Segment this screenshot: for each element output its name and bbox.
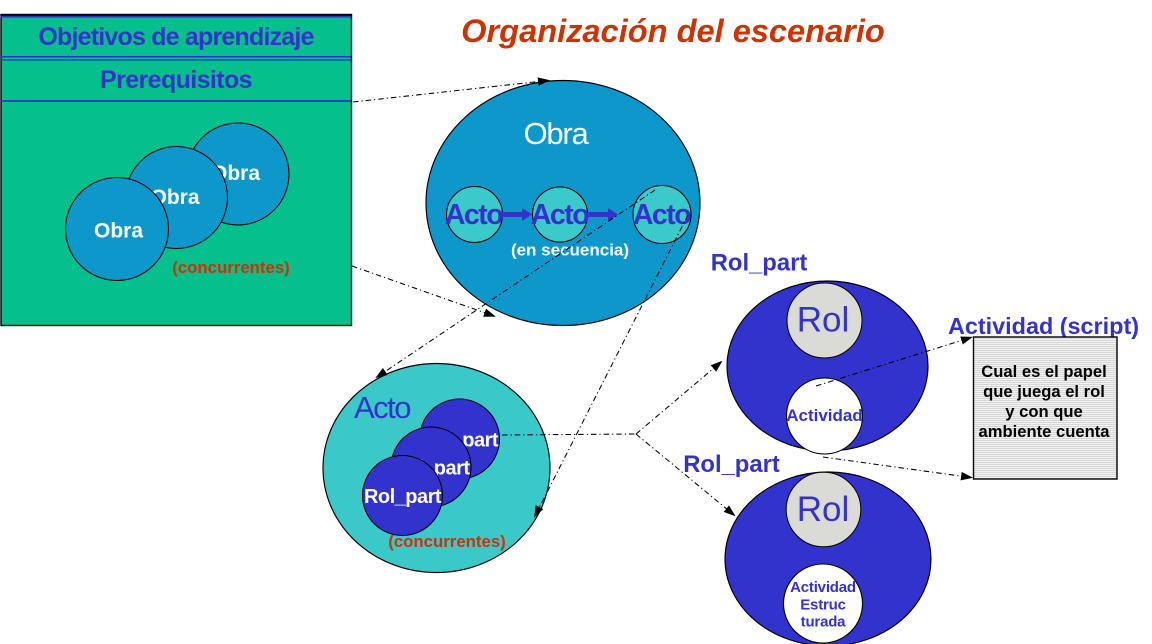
svg-text:Objetivos de aprendizaje: Objetivos de aprendizaje xyxy=(38,23,314,51)
svg-text:Obra: Obra xyxy=(150,186,199,209)
svg-text:turada: turada xyxy=(801,614,847,631)
svg-text:Acto: Acto xyxy=(633,199,691,231)
svg-text:(concurrentes): (concurrentes) xyxy=(388,532,506,551)
svg-text:Actividad (script): Actividad (script) xyxy=(948,313,1139,339)
svg-text:que juega el rol: que juega el rol xyxy=(983,382,1105,401)
svg-text:Acto: Acto xyxy=(445,199,503,231)
svg-text:(en secuencia): (en secuencia) xyxy=(511,241,629,260)
svg-text:Rol_part: Rol_part xyxy=(364,486,442,508)
svg-text:Prerequisitos: Prerequisitos xyxy=(100,66,252,94)
svg-text:Acto: Acto xyxy=(354,390,410,425)
svg-text:(concurrentes): (concurrentes) xyxy=(172,258,290,277)
svg-text:Obra: Obra xyxy=(94,220,143,243)
svg-text:Actividad: Actividad xyxy=(786,406,863,425)
svg-text:ambiente cuenta: ambiente cuenta xyxy=(979,422,1111,441)
svg-text:Estruc: Estruc xyxy=(800,597,846,614)
svg-text:Rol_part: Rol_part xyxy=(711,250,808,277)
svg-text:Rol: Rol xyxy=(797,490,850,529)
svg-text:Rol_part: Rol_part xyxy=(683,451,780,478)
svg-text:Acto: Acto xyxy=(531,199,589,231)
svg-text:Organización del escenario: Organización del escenario xyxy=(461,12,885,49)
svg-text:y con que: y con que xyxy=(1005,402,1082,421)
svg-text:Actividad: Actividad xyxy=(790,579,856,596)
svg-text:Obra: Obra xyxy=(523,116,589,151)
svg-text:Cual es el papel: Cual es el papel xyxy=(981,362,1106,381)
svg-text:Rol: Rol xyxy=(797,301,850,340)
